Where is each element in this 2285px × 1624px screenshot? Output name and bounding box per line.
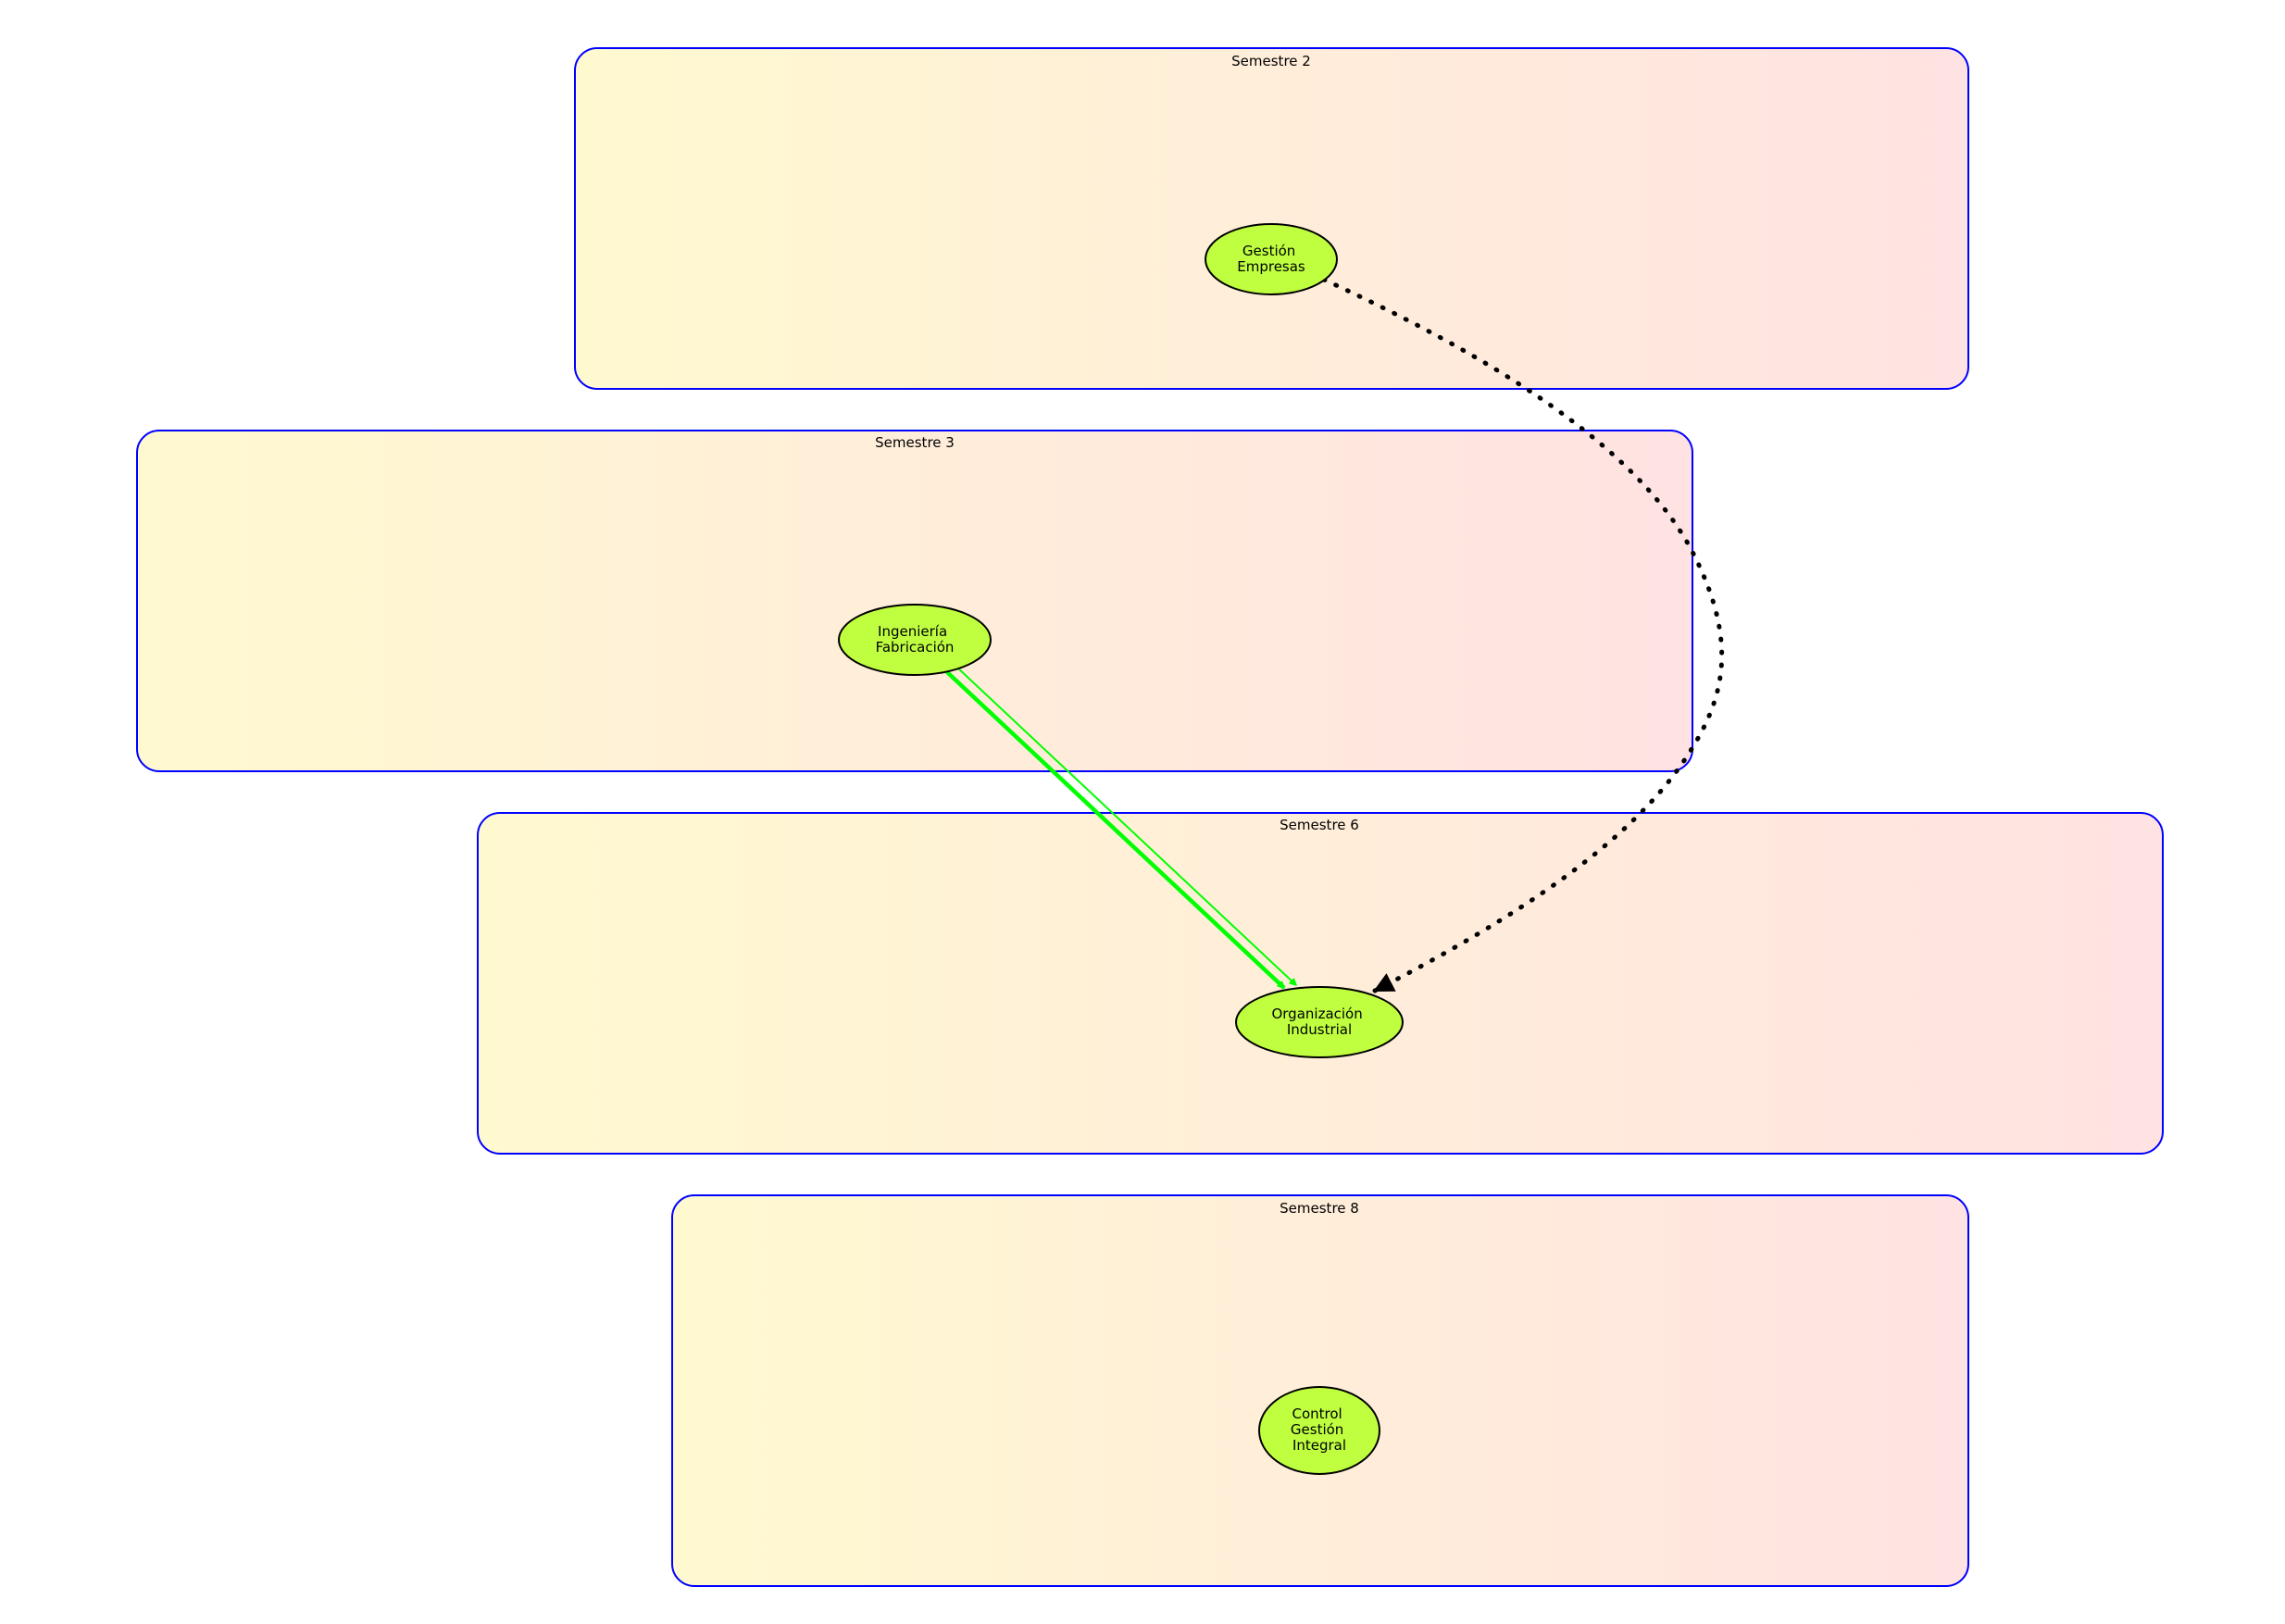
node-label: Organización Industrial <box>1271 1006 1367 1038</box>
node-ingenieria-fabricacion[interactable]: Ingeniería Fabricación <box>838 604 992 676</box>
cluster-label: Semestre 8 <box>1280 1200 1359 1217</box>
edge-ingenieria-organizacion-bold <box>944 669 1286 990</box>
cluster-label: Semestre 3 <box>875 434 955 451</box>
cluster-box <box>136 430 1693 772</box>
cluster-box <box>574 47 1969 390</box>
node-ellipse <box>1235 986 1404 1058</box>
node-label: Ingeniería Fabricación <box>876 623 955 656</box>
node-gestion-empresas[interactable]: Gestión Empresas <box>1205 223 1338 295</box>
edge-gestion-organizacion-dotted <box>1321 277 1725 993</box>
cluster-label: Semestre 2 <box>1231 53 1311 69</box>
cluster-label: Semestre 6 <box>1280 817 1359 833</box>
cluster-box <box>477 812 2164 1155</box>
edge-ingenieria-organizacion-thin <box>956 667 1296 985</box>
node-ellipse <box>1205 223 1338 295</box>
cluster-semestre-2: Semestre 2 <box>574 47 1969 390</box>
node-ellipse <box>838 604 992 676</box>
node-control-gestion-integral[interactable]: Control Gestión Integral <box>1258 1386 1380 1475</box>
node-label: Control Gestión Integral <box>1291 1405 1348 1454</box>
node-organizacion-industrial[interactable]: Organización Industrial <box>1235 986 1404 1058</box>
node-ellipse <box>1258 1386 1380 1475</box>
cluster-semestre-3: Semestre 3 <box>136 430 1693 772</box>
node-label: Gestión Empresas <box>1237 243 1305 275</box>
cluster-semestre-6: Semestre 6 <box>477 812 2164 1155</box>
